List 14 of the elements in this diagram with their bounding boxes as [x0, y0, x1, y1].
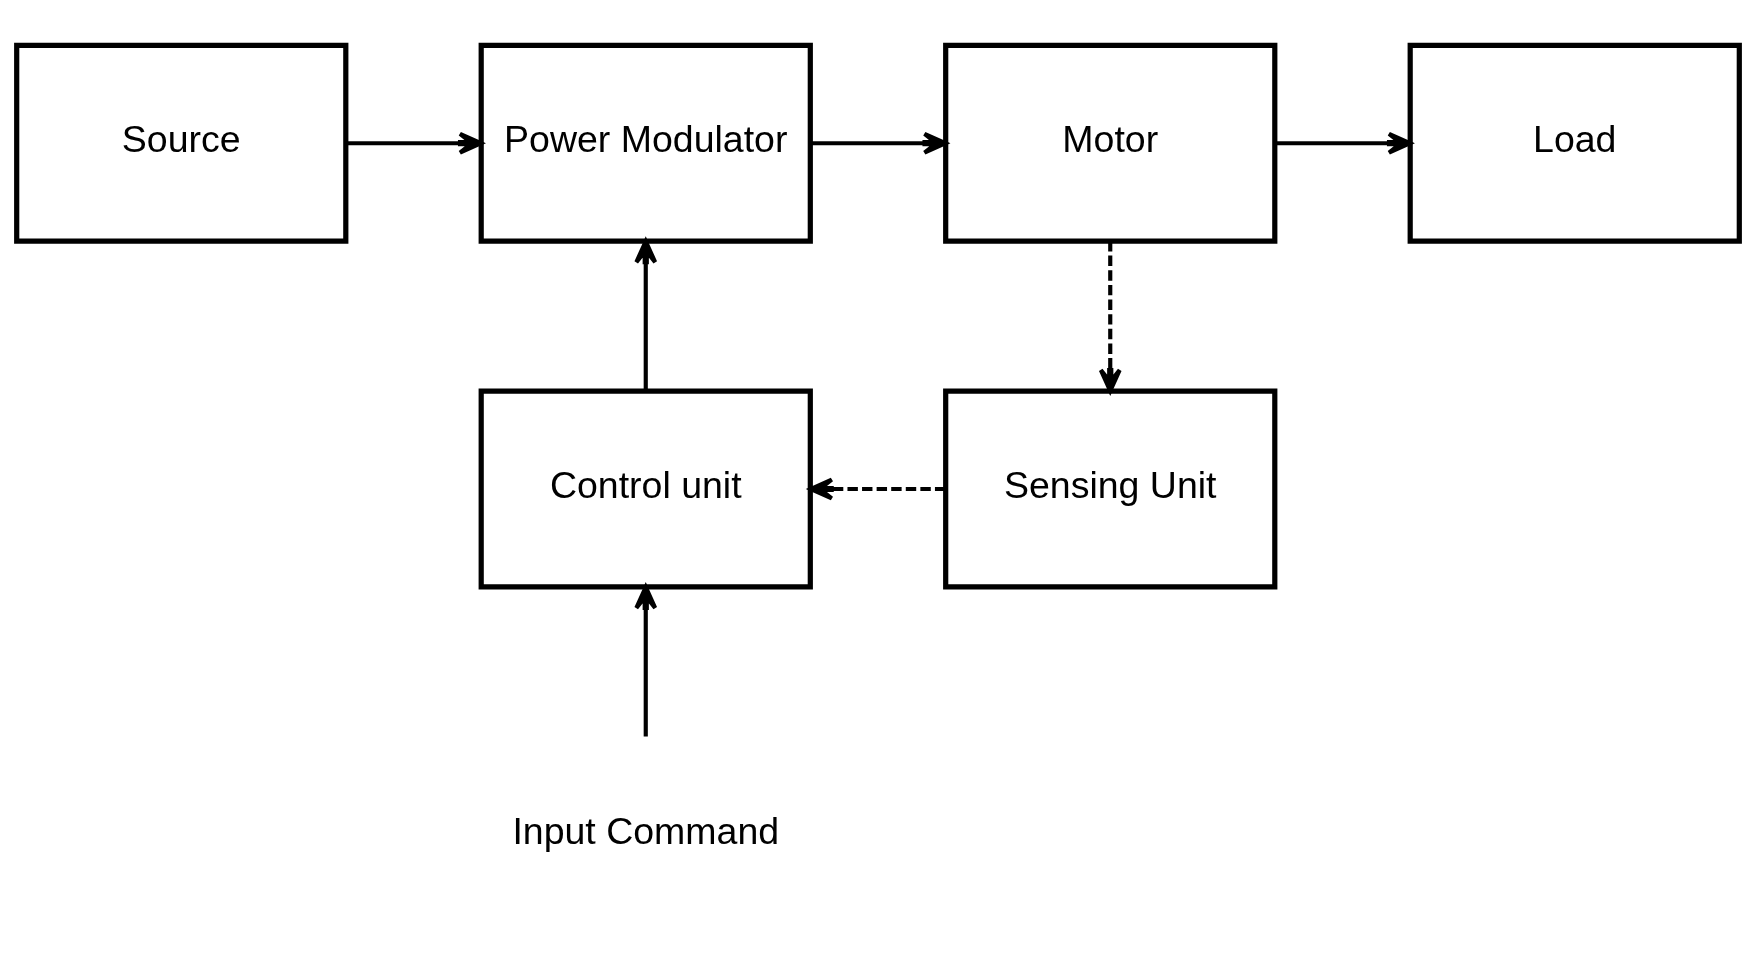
node-text: Input Command: [512, 809, 780, 852]
node-box: Power Modulator: [478, 42, 813, 244]
node-box: Load: [1407, 42, 1742, 244]
node-box: Sensing Unit: [943, 388, 1278, 590]
arrow: [634, 239, 658, 391]
node-box: Control unit: [478, 388, 813, 590]
arrow: [346, 131, 483, 155]
arrow: [1098, 241, 1122, 393]
arrow: [1275, 131, 1412, 155]
arrow: [808, 477, 946, 501]
arrow: [634, 584, 658, 737]
node-box: Motor: [943, 42, 1278, 244]
node-box: Source: [14, 42, 349, 244]
arrow: [810, 131, 948, 155]
